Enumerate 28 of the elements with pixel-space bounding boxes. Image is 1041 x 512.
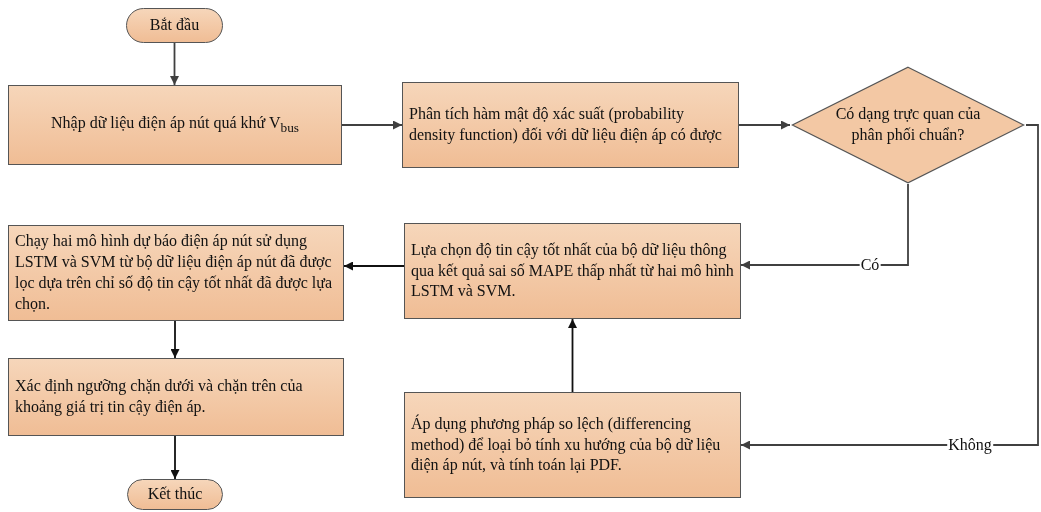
arrow: [738, 120, 791, 130]
arrow: [568, 318, 577, 393]
arrow: [740, 124, 1039, 450]
node-text: Nhập dữ liệu điện áp nút quá khứ V$_{bus}$: [51, 113, 299, 137]
process-box: [8, 358, 344, 436]
node-text: Áp dụng phương pháp so lệch (differencing method) để loại bỏ tính xu hướng của bộ dữ liệu điện áp nút, và tính toán lại PDF.: [411, 413, 722, 476]
terminal-box: [126, 8, 223, 43]
edge-label: Có: [859, 257, 881, 273]
process-box: [8, 85, 342, 165]
arrow: [343, 261, 405, 271]
edge-label: Không: [947, 437, 993, 453]
arrow: [170, 320, 180, 359]
arrow: [170, 435, 180, 480]
process-box: [8, 225, 344, 321]
process-box: [404, 223, 741, 319]
arrow: [740, 183, 909, 270]
process-box: [404, 392, 741, 498]
node-text: Kết thúc: [147, 484, 203, 505]
arrow: [341, 120, 403, 130]
node-text: Phân tích hàm mật độ xác suất (probability density function) đối với dữ liệu điện áp có được: [409, 104, 723, 146]
arrow: [170, 42, 179, 86]
process-box: [402, 82, 739, 168]
node-text: Bắt đầu: [149, 15, 200, 36]
node-text: Lựa chọn độ tin cậy tốt nhất của bộ dữ liệu thông qua kết quả sai số MAPE thấp nhất từ hai mô hình LSTM và SVM.: [411, 239, 734, 302]
node-text: Xác định ngưỡng chặn dưới và chặn trên của khoảng giá trị tin cậy điện áp.: [15, 376, 304, 418]
node-text: Chạy hai mô hình dự báo điện áp nút sử dụng LSTM và SVM từ bộ dữ liệu điện áp nút đã được lọc dựa trên chỉ số độ tin cậy tốt nhất đã được lựa chọn.: [15, 231, 334, 314]
node-text: Có dạng trực quan của phân phối chuẩn?: [834, 104, 982, 146]
terminal-box: [127, 479, 223, 510]
